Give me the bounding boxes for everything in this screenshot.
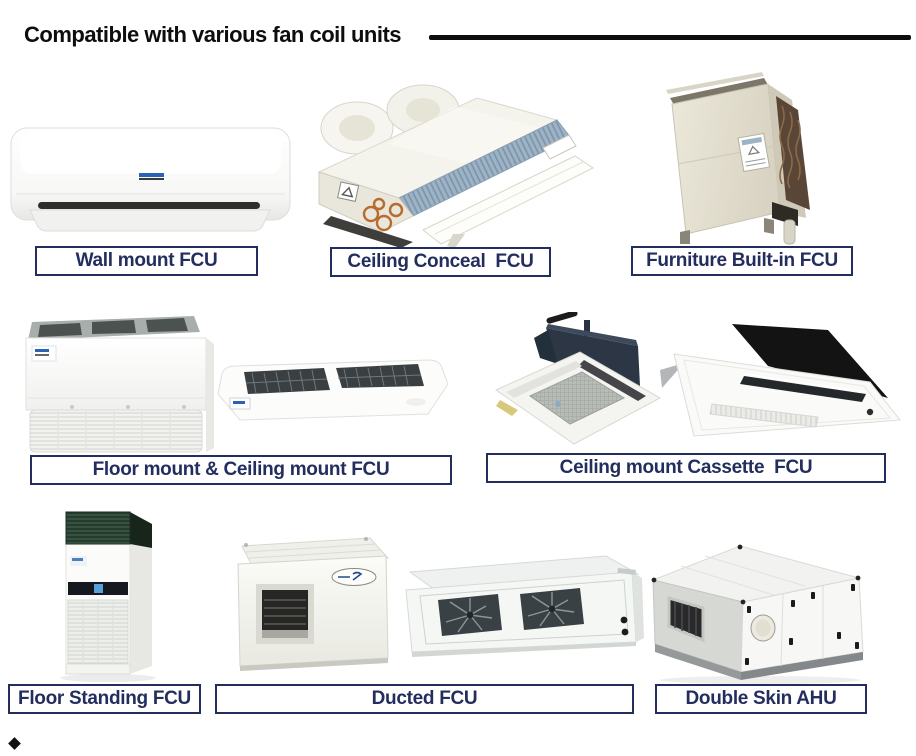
ducted-fcu-long-figure [394, 544, 646, 664]
double-skin-ahu-caption-label: Double Skin AHU [685, 688, 837, 709]
double-skin-ahu-illustration [651, 544, 864, 684]
ceiling-conceal-fcu-figure [305, 76, 597, 248]
floor-ceiling-mount-fcu-caption-label: Floor mount & Ceiling mount FCU [92, 459, 390, 480]
ceiling-conceal-fcu-caption: Ceiling Conceal FCU [330, 247, 551, 277]
ceiling-cassette-fcu-caption: Ceiling mount Cassette FCU [486, 453, 886, 483]
ceiling-mount-fcu-illustration [217, 359, 449, 421]
furniture-built-in-fcu-caption: Furniture Built-in FCU [631, 246, 853, 276]
double-skin-ahu-caption: Double Skin AHU [655, 684, 867, 714]
ducted-fcu-caption: Ducted FCU [215, 684, 634, 714]
ceiling-mount-fcu-figure [212, 340, 452, 438]
title-rule [429, 35, 911, 40]
floor-standing-fcu-caption: Floor Standing FCU [8, 684, 201, 714]
cassette-4way-illustration [494, 312, 662, 445]
furniture-built-in-fcu-illustration [666, 72, 810, 245]
page-title: Compatible with various fan coil units [24, 22, 402, 47]
floor-mount-fcu-figure [18, 312, 216, 460]
wall-mount-fcu-caption: Wall mount FCU [35, 246, 258, 276]
wall-mount-fcu-illustration [10, 127, 291, 232]
ceiling-conceal-fcu-caption-label: Ceiling Conceal FCU [347, 251, 534, 272]
cassette-1way-figure [660, 318, 912, 446]
cassette-4way-figure [488, 312, 670, 452]
ducted-fcu-long-illustration [405, 555, 644, 657]
wall-mount-fcu-figure [8, 122, 293, 240]
floor-standing-fcu-caption-label: Floor Standing FCU [18, 688, 191, 709]
wall-mount-fcu-caption-label: Wall mount FCU [75, 250, 218, 271]
ducted-fcu-caption-label: Ducted FCU [371, 688, 478, 709]
floor-mount-fcu-illustration [25, 316, 214, 453]
ceiling-cassette-fcu-caption-label: Ceiling mount Cassette FCU [559, 457, 813, 478]
floor-ceiling-mount-fcu-caption: Floor mount & Ceiling mount FCU [30, 455, 452, 485]
ducted-fcu-cube-figure [218, 530, 396, 680]
double-skin-ahu-figure [645, 540, 867, 686]
ceiling-conceal-fcu-illustration [317, 84, 594, 248]
floor-standing-fcu-illustration [60, 511, 156, 682]
furniture-built-in-fcu-caption-label: Furniture Built-in FCU [646, 250, 838, 271]
ducted-fcu-cube-illustration [237, 537, 390, 671]
cassette-1way-illustration [660, 324, 901, 437]
floor-standing-fcu-figure [50, 498, 168, 684]
furniture-built-in-fcu-figure [652, 72, 827, 250]
page-corner-mark [8, 737, 21, 750]
